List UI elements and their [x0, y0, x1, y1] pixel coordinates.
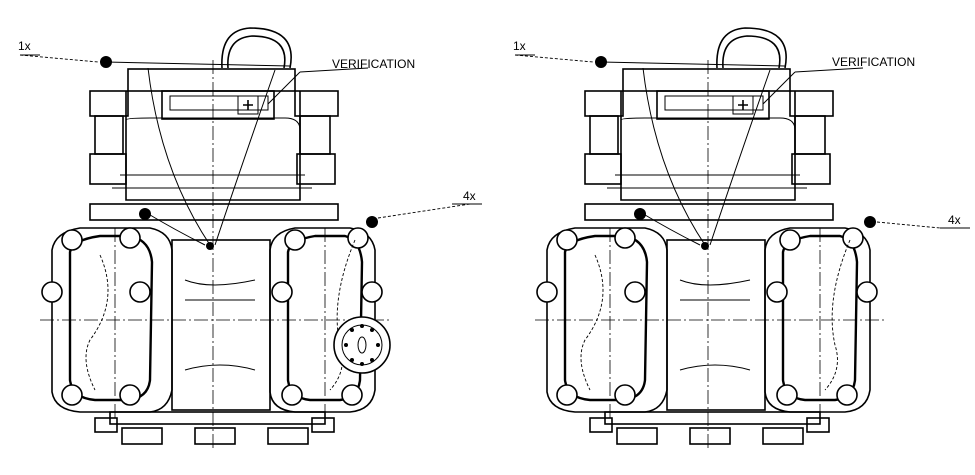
view-left: 1x VERIFICATION 4x [18, 27, 482, 450]
meter-register [333, 316, 391, 374]
pump-assembly-left [19, 27, 482, 450]
callout-side-seal-qty: 4x [948, 213, 961, 227]
callout-verification: VERIFICATION [832, 55, 915, 69]
callout-top-seal-qty: 1x [18, 39, 31, 53]
pump-assembly-right [514, 27, 970, 450]
callout-side-seal-qty: 4x [463, 189, 476, 203]
callout-verification: VERIFICATION [332, 57, 415, 71]
view-right: 1x VERIFICATION 4x [513, 27, 970, 450]
callout-top-seal-qty: 1x [513, 39, 526, 53]
